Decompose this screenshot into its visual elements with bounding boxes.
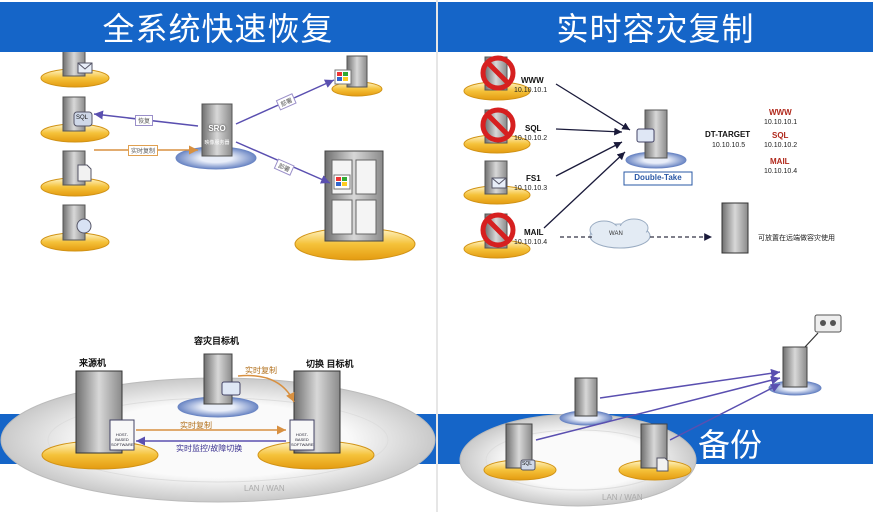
database-icon-br bbox=[520, 459, 536, 471]
host-badge-left-text: HOST-BASED SOFTWARE bbox=[111, 432, 134, 447]
replica-www-name: WWW bbox=[769, 108, 792, 117]
replica-mail-name: MAIL bbox=[770, 157, 790, 166]
source-www-name: WWW bbox=[521, 76, 544, 85]
replica-sql-ip: 10.10.10.2 bbox=[764, 142, 798, 149]
bl-diagram bbox=[0, 353, 436, 503]
sql-tag-tl: SQL bbox=[76, 115, 89, 121]
tape-device-icon bbox=[814, 314, 842, 333]
top-left-title: 全系统快速恢复 bbox=[102, 10, 334, 48]
doubletake-logo bbox=[623, 171, 693, 186]
mail-icon bbox=[77, 62, 93, 74]
source-fs1-ip: 10.10.10.3 bbox=[514, 185, 548, 192]
source-sql-ip: 10.10.10.2 bbox=[514, 135, 548, 142]
restore-tag: 恢复 bbox=[135, 115, 154, 126]
source-mail-name: MAIL bbox=[524, 228, 544, 237]
remote-server bbox=[721, 202, 749, 254]
top-left-banner: 全系统快速恢复 bbox=[0, 2, 436, 52]
lan-wan-right: LAN / WAN bbox=[602, 493, 643, 502]
source-mail-ip: 10.10.10.4 bbox=[514, 239, 548, 246]
sro-sub-label: 映像服务器 bbox=[204, 140, 230, 146]
globe-icon bbox=[76, 218, 92, 234]
replica-mail-ip: 10.10.10.4 bbox=[764, 168, 798, 175]
source-machine-label: 来源机 bbox=[79, 358, 107, 368]
top-right-title: 实时容灾复制 bbox=[556, 10, 755, 48]
monitor-failover-label: 实时监控/故障切换 bbox=[176, 444, 243, 453]
blocked-icon-mail bbox=[480, 212, 516, 248]
realtime-copy-tag: 实时复制 bbox=[128, 145, 159, 156]
tr-diagram bbox=[463, 55, 749, 259]
realtime-copy-top-label: 实时复制 bbox=[245, 366, 277, 375]
source-sql-name: SQL bbox=[525, 124, 542, 133]
source-www-ip: 10.10.10.1 bbox=[514, 87, 548, 94]
dr-target-label: 容灾目标机 bbox=[194, 336, 240, 346]
replica-www-ip: 10.10.10.1 bbox=[764, 119, 798, 126]
host-badge-right bbox=[289, 419, 315, 451]
target-name: DT-TARGET bbox=[705, 130, 751, 139]
br-diagram bbox=[459, 314, 842, 507]
document-icon-br bbox=[656, 457, 669, 472]
target-ip: 10.10.10.5 bbox=[712, 142, 746, 149]
document-icon bbox=[77, 164, 92, 182]
blocked-icon-www bbox=[480, 55, 516, 91]
mail-icon-tr bbox=[491, 177, 507, 189]
top-right-banner: 实时容灾复制 bbox=[438, 2, 873, 52]
sro-label: SRO bbox=[208, 124, 226, 133]
doubletake-brand: Double-Take bbox=[634, 173, 682, 182]
host-badge-right-text: HOST-BASED SOFTWARE bbox=[291, 432, 314, 447]
wan-label: WAN bbox=[609, 231, 623, 237]
blocked-icon-sql bbox=[480, 107, 516, 143]
replica-sql-name: SQL bbox=[772, 131, 789, 140]
remote-note: 可放置在远端做容灾使用 bbox=[758, 235, 835, 242]
database-icon bbox=[73, 111, 93, 127]
wan-cloud bbox=[589, 218, 651, 249]
switch-target-label: 切换 目标机 bbox=[306, 359, 354, 369]
bottom-right-title: 备份 bbox=[698, 427, 763, 463]
realtime-copy-mid-label: 实时复制 bbox=[180, 421, 212, 430]
lan-wan-left: LAN / WAN bbox=[244, 484, 285, 493]
tl-diagram bbox=[40, 42, 416, 261]
sql-tag-br: SQL bbox=[522, 461, 533, 467]
source-fs1-name: FS1 bbox=[526, 174, 541, 183]
replication-icon bbox=[636, 128, 655, 143]
host-badge-left bbox=[109, 419, 135, 451]
replication-icon-bl bbox=[221, 381, 241, 396]
